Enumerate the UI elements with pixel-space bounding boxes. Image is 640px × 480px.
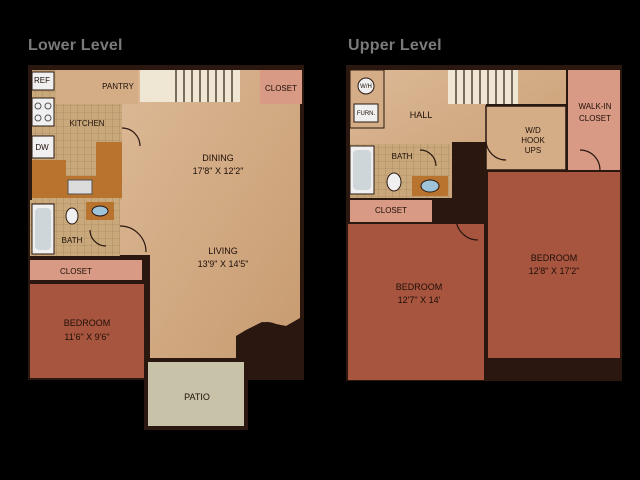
patio-label: PATIO	[184, 392, 210, 402]
dining-label: DINING	[202, 153, 234, 163]
stove-burners	[34, 102, 52, 122]
lower-stair-treads	[175, 70, 233, 102]
upper-door-swings	[419, 139, 601, 241]
wd-label-line3: UPS	[525, 146, 541, 155]
refrigerator	[31, 71, 55, 91]
pantry-label: PANTRY	[102, 82, 134, 91]
upper-bath-sink	[420, 179, 440, 193]
lower-bedroom-label: BEDROOM	[64, 318, 111, 328]
wh-label: W/H	[360, 84, 372, 90]
lower-toilet	[65, 207, 79, 225]
upper-bedroom1-dimensions: 12'7" X 14'	[398, 295, 441, 305]
upper-closet-floor	[350, 200, 432, 222]
furnace	[353, 103, 379, 123]
lower-bath-label: BATH	[62, 236, 83, 245]
wd-label-line2: HOOK	[521, 136, 545, 145]
patio-floor	[148, 362, 244, 426]
walkin-closet-floor	[568, 70, 620, 170]
upper-bath-label: BATH	[392, 152, 413, 161]
dw-label: DW	[35, 143, 49, 152]
lower-bedroom-floor	[30, 284, 144, 378]
lower-closet-top-label: CLOSET	[265, 84, 297, 93]
wd-label-line1: W/D	[525, 126, 541, 135]
upper-stairs	[448, 70, 518, 104]
lower-bathtub-basin	[35, 208, 51, 250]
walkin-label-line1: WALK-IN	[578, 102, 611, 111]
upper-level: W/H FURN. HALL W/D HOOK UPS WALK-IN CLOS…	[346, 65, 622, 381]
upper-bedroom2-dimensions: 12'8" X 17'2"	[529, 266, 580, 276]
kitchen-sink	[67, 179, 93, 195]
upper-level-title: Upper Level	[348, 37, 442, 54]
water-heater	[357, 77, 375, 95]
living-dining-floor	[120, 70, 300, 358]
lower-bedroom-dimensions: 11'6" X 9'6"	[64, 332, 109, 342]
pantry-floor	[56, 70, 138, 104]
upper-bedroom1-floor	[348, 224, 484, 380]
walkin-label-line2: CLOSET	[579, 114, 611, 123]
upper-bedroom2-label: BEDROOM	[531, 253, 578, 263]
lower-level: REF DW PANTRY KITCHEN CLOSET DINING 17'8…	[28, 65, 304, 430]
kitchen-counter	[32, 142, 122, 198]
lower-door-swings	[89, 127, 147, 253]
lower-closet-bottom-label: CLOSET	[60, 267, 92, 276]
upper-bedroom1-label: BEDROOM	[396, 282, 443, 292]
kitchen-label: KITCHEN	[69, 119, 104, 128]
hall-label: HALL	[410, 110, 433, 120]
upper-stair-treads	[455, 70, 513, 104]
lower-bath-sink	[91, 205, 109, 217]
upper-closet-label: CLOSET	[375, 206, 407, 215]
dishwasher	[31, 135, 55, 159]
patio-door-arc	[250, 322, 286, 346]
upper-bathtub-basin	[353, 150, 371, 190]
furn-label: FURN.	[357, 111, 376, 117]
upper-bedroom2-floor	[488, 172, 620, 358]
dining-dimensions: 17'8" X 12'2"	[193, 166, 244, 176]
lower-level-title: Lower Level	[28, 37, 123, 54]
stove	[31, 97, 55, 127]
lower-stairs	[140, 70, 240, 102]
lower-closet-bottom	[30, 260, 142, 280]
lower-closet-top	[260, 70, 302, 104]
upper-toilet	[386, 172, 402, 192]
living-label: LIVING	[208, 246, 238, 256]
ref-label: REF	[34, 76, 50, 85]
living-dimensions: 13'9" X 14'5"	[198, 259, 249, 269]
